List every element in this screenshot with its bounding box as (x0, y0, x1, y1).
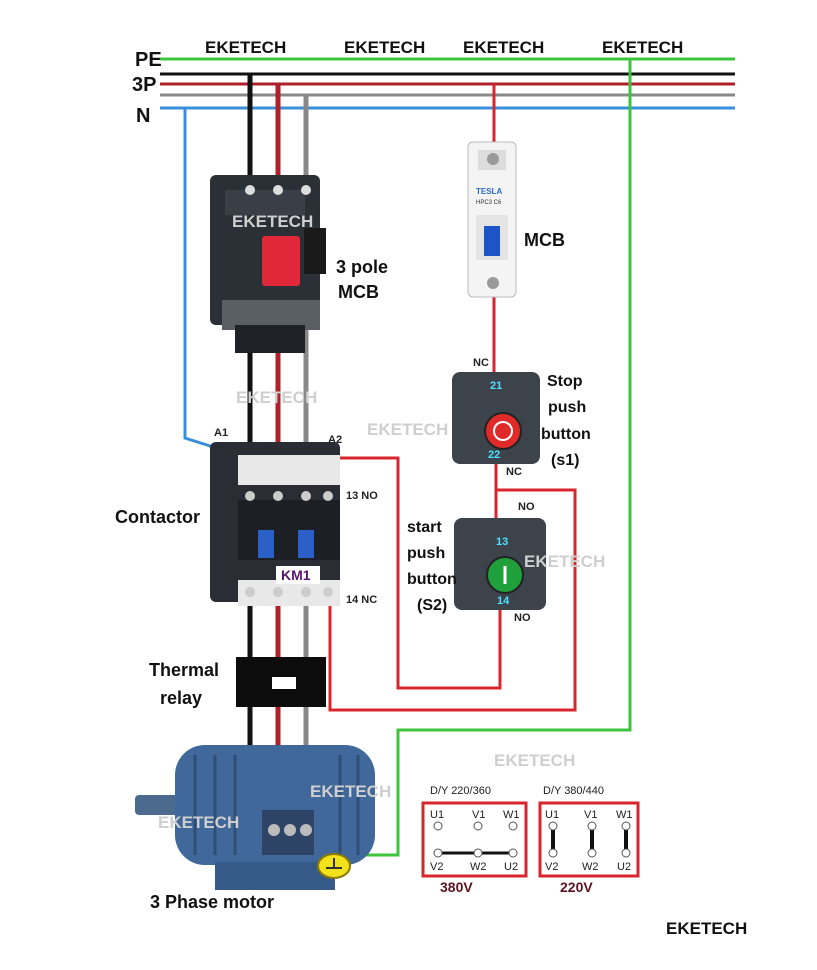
star-top-1: U1 (545, 809, 559, 821)
contactor-label: Contactor (115, 507, 200, 527)
start-title-1: start (407, 519, 442, 536)
stop-push-button: 21 22 NC NC Stop push button (s1) (452, 357, 591, 478)
box-delta: D/Y 220/360 U1 V1 W1 V2 W2 U2 380V (421, 785, 528, 895)
watermark-6: EKETECH (310, 782, 391, 801)
stop-title-1: Stop (547, 373, 583, 390)
delta-bottom-1: V2 (430, 861, 443, 873)
star-title: D/Y 380/440 (543, 785, 604, 797)
mcb1-label: MCB (524, 230, 565, 250)
motor: 3 Phase motor (135, 745, 375, 912)
delta-bottom-2: W2 (470, 861, 487, 873)
watermark-7: EKETECH (158, 813, 239, 832)
start-no-top: NO (518, 501, 535, 513)
watermark-4: EKETECH (524, 552, 605, 571)
start-title-4: (S2) (417, 597, 447, 614)
delta-title: D/Y 220/360 (430, 785, 491, 797)
watermarks: EKETECH EKETECH EKETECH EKETECH EKETECH … (158, 212, 605, 832)
delta-top-1: U1 (430, 809, 444, 821)
mcb3-label-line1: 3 pole (336, 257, 388, 277)
start-term-top: 13 (496, 536, 508, 548)
brand-top-1: EKETECH (205, 38, 286, 57)
contactor: KM1 A1 A2 13 NO 14 NC Contactor (115, 427, 378, 606)
ground-wire (345, 59, 632, 857)
stop-term-bottom: 22 (488, 449, 500, 461)
star-bottom-2: W2 (582, 861, 599, 873)
p3-label: 3P (132, 74, 156, 96)
motor-label: 3 Phase motor (150, 892, 274, 912)
star-voltage: 220V (560, 879, 593, 895)
delta-bottom-3: U2 (504, 861, 518, 873)
thermal-line1: Thermal (149, 660, 219, 680)
start-title-3: button (407, 571, 457, 588)
star-top-3: W1 (616, 809, 633, 821)
bus-bars: PE 3P N (132, 49, 735, 127)
star-bottom-1: V2 (545, 861, 558, 873)
stop-title-4: (s1) (551, 452, 579, 469)
watermark-2: EKETECH (236, 388, 317, 407)
watermark-1: EKETECH (232, 212, 313, 231)
brand-bottom: EKETECH (666, 919, 747, 938)
mcb1-maker: TESLA (476, 187, 502, 196)
stop-title-2: push (548, 399, 586, 416)
contactor-a1: A1 (214, 427, 228, 439)
control-wires (325, 84, 577, 712)
start-push-button: 13 14 NO NO start push button (S2) (407, 501, 546, 624)
stop-term-top: 21 (490, 380, 502, 392)
thermal-line2: relay (160, 688, 202, 708)
mcb-3-pole: 3 pole MCB (210, 175, 388, 353)
stop-nc-bottom: NC (506, 466, 522, 478)
stop-title-3: button (541, 426, 591, 443)
contactor-aux-bottom: 14 NC (346, 594, 377, 606)
brand-top-2: EKETECH (344, 38, 425, 57)
mcb-1-pole: TESLA HPC3 C6 MCB (467, 141, 565, 298)
contactor-tag: KM1 (281, 567, 311, 583)
thermal-relay: Thermal relay (149, 657, 326, 708)
contactor-a2: A2 (328, 434, 342, 446)
brand-top-4: EKETECH (602, 38, 683, 57)
start-term-bottom: 14 (497, 595, 510, 607)
n-label: N (136, 105, 150, 127)
contactor-aux-top: 13 NO (346, 490, 378, 502)
star-bottom-3: U2 (617, 861, 631, 873)
mcb3-label-line2: MCB (338, 282, 379, 302)
pe-label: PE (135, 49, 162, 71)
mcb1-model: HPC3 C6 (476, 200, 502, 206)
watermark-5: EKETECH (494, 751, 575, 770)
start-title-2: push (407, 545, 445, 562)
stop-nc-top: NC (473, 357, 489, 369)
star-top-2: V1 (584, 809, 597, 821)
watermark-3: EKETECH (367, 420, 448, 439)
start-no-bottom: NO (514, 612, 531, 624)
box-star: D/Y 380/440 U1 V1 W1 V2 W2 U2 220V (538, 785, 640, 895)
delta-voltage: 380V (440, 879, 473, 895)
brand-top-3: EKETECH (463, 38, 544, 57)
delta-top-3: W1 (503, 809, 520, 821)
delta-top-2: V1 (472, 809, 485, 821)
